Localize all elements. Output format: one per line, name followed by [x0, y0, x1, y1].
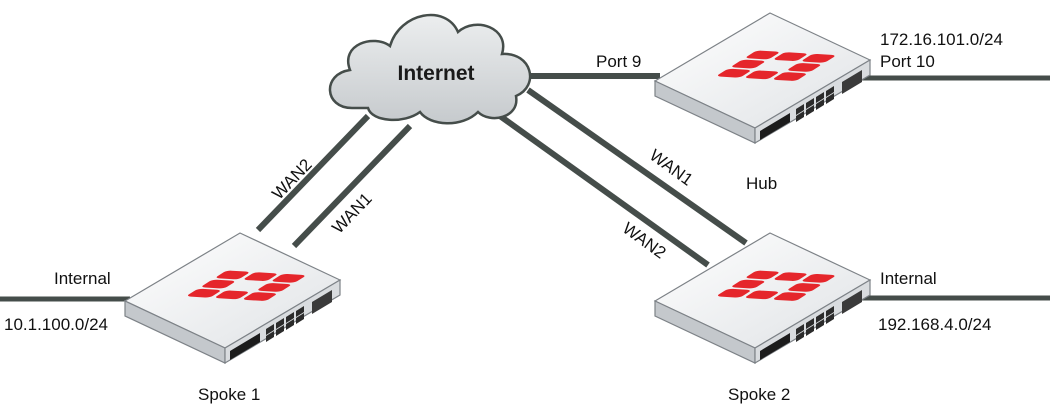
hub-name-label: Hub — [746, 174, 777, 193]
spoke2-subnet-label: 192.168.4.0/24 — [878, 315, 991, 334]
spoke2-lan-label: Internal — [880, 269, 937, 288]
spoke2-wan1-label: WAN1 — [646, 146, 696, 190]
spoke2-wan1-link — [526, 87, 748, 246]
hub-port10-label: Port 10 — [880, 52, 935, 71]
cloud-label: Internet — [397, 62, 474, 85]
spoke1-wan1-label: WAN1 — [328, 189, 375, 237]
hub-device-icon — [654, 12, 871, 144]
spoke1-name-label: Spoke 1 — [198, 385, 260, 404]
spoke2-wan2-label: WAN2 — [619, 219, 669, 263]
internet-cloud-icon — [328, 13, 532, 125]
spoke1-wan2-link — [255, 113, 371, 233]
spoke2-wan2-link — [498, 113, 710, 268]
spoke1-wan1-link — [291, 123, 413, 249]
hub-subnet-label: 172.16.101.0/24 — [880, 30, 1003, 49]
spoke1-lan-label: Internal — [54, 269, 111, 288]
spoke2-name-label: Spoke 2 — [728, 385, 790, 404]
spoke1-subnet-label: 10.1.100.0/24 — [4, 315, 108, 334]
hub-port9-label: Port 9 — [596, 52, 641, 71]
spoke1-device-icon — [124, 232, 341, 364]
